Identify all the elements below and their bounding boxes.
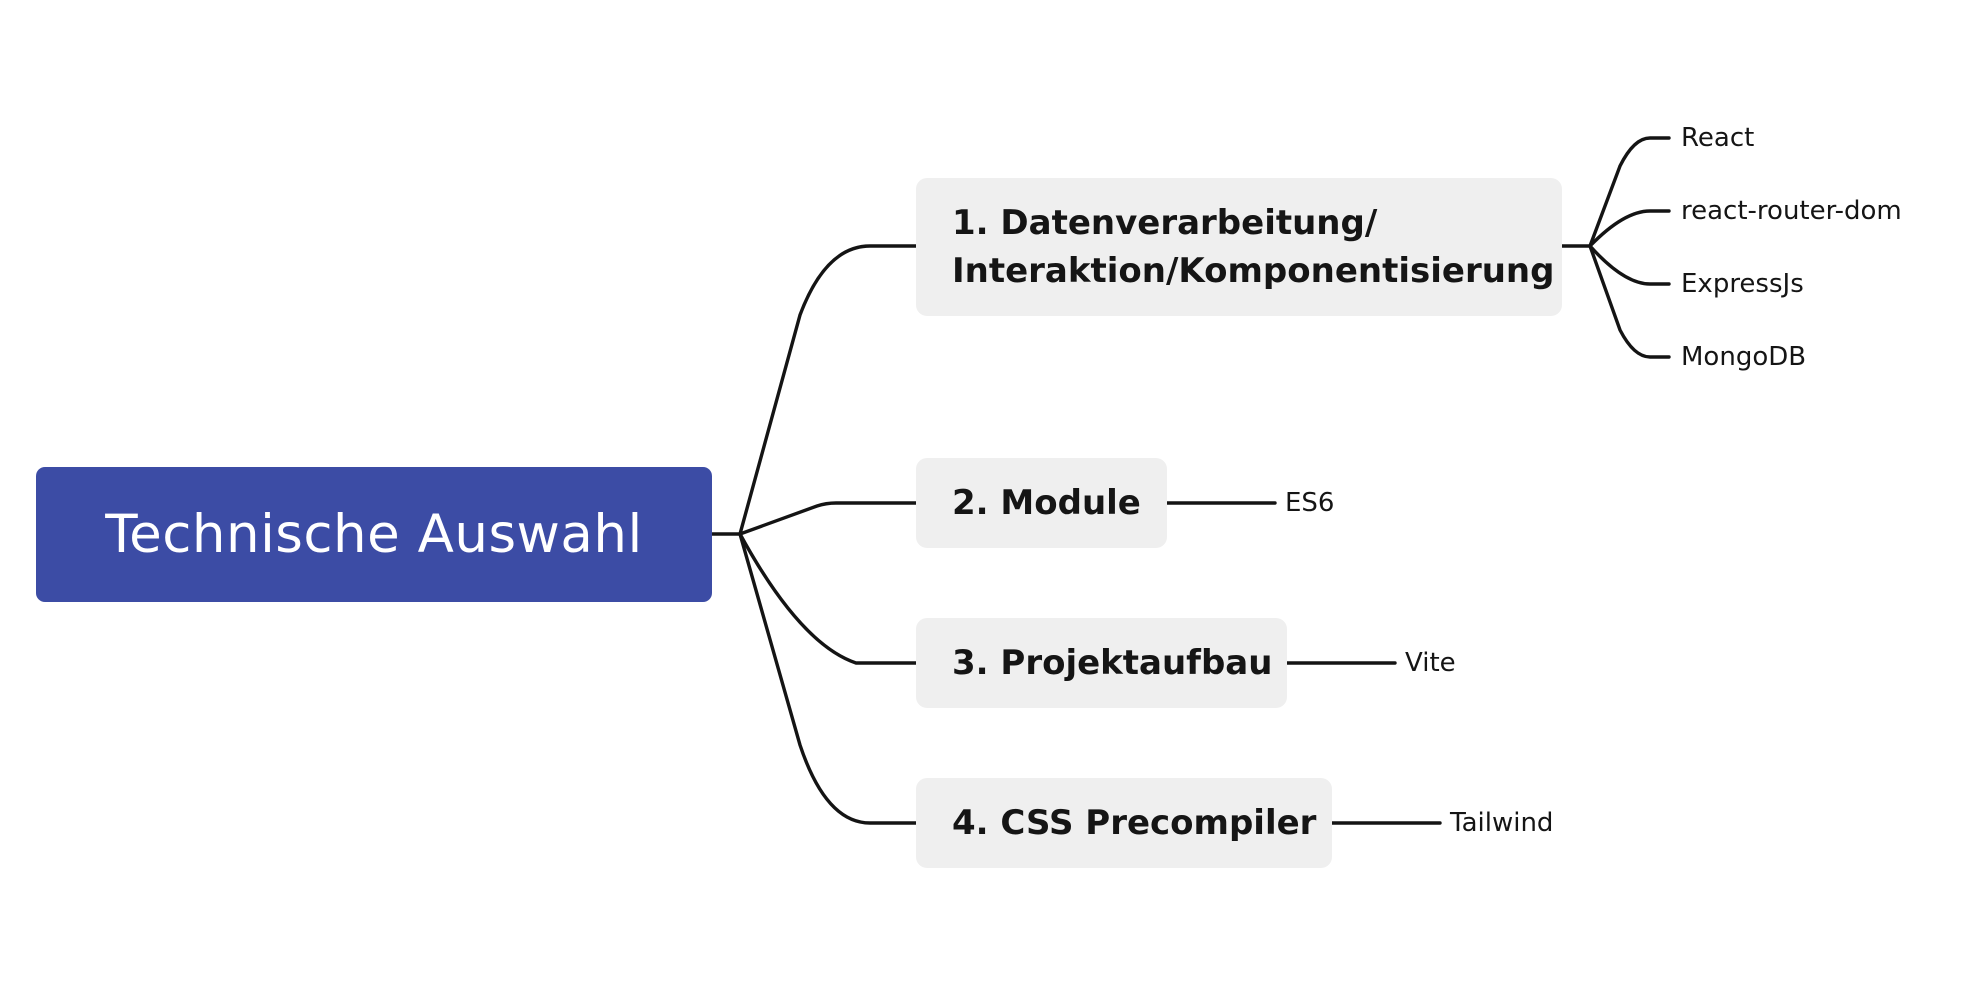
branch-node-datenverarbeitung[interactable]: 1. Datenverarbeitung/ Interaktion/Kompon… xyxy=(916,178,1562,316)
leaf-node-mongodb[interactable]: MongoDB xyxy=(1681,342,1807,372)
connector-branch-1-react xyxy=(1588,136,1671,248)
root-node-label: Technische Auswahl xyxy=(105,504,643,565)
branch-node-projektaufbau[interactable]: 3. Projektaufbau xyxy=(916,618,1287,708)
branch-node-label: 4. CSS Precompiler xyxy=(952,803,1317,843)
branch-node-label: 2. Module xyxy=(952,483,1141,523)
leaf-node-es6[interactable]: ES6 xyxy=(1285,488,1335,518)
branch-node-module[interactable]: 2. Module xyxy=(916,458,1167,548)
leaf-node-expressjs[interactable]: ExpressJs xyxy=(1681,269,1804,299)
connector-root-branch-2 xyxy=(738,501,918,536)
connector-branch-1-router xyxy=(1588,209,1671,248)
leaf-node-react[interactable]: React xyxy=(1681,123,1755,153)
leaf-node-tailwind[interactable]: Tailwind xyxy=(1450,808,1554,838)
branch-node-css-precompiler[interactable]: 4. CSS Precompiler xyxy=(916,778,1332,868)
connector-root-branch-1 xyxy=(710,244,918,536)
branch-node-line-2: Interaktion/Komponentisierung xyxy=(952,251,1555,291)
root-node[interactable]: Technische Auswahl xyxy=(36,467,712,602)
connector-root-branch-3 xyxy=(738,532,918,665)
branch-node-line-1: 1. Datenverarbeitung/ xyxy=(952,203,1378,243)
leaf-node-vite[interactable]: Vite xyxy=(1405,648,1456,678)
connector-branch-1-express xyxy=(1588,244,1671,286)
leaf-node-react-router-dom[interactable]: react-router-dom xyxy=(1681,196,1902,226)
branch-node-text: 1. Datenverarbeitung/ Interaktion/Kompon… xyxy=(952,199,1554,295)
connector-branch-1-mongo xyxy=(1588,244,1671,359)
branch-node-label: 3. Projektaufbau xyxy=(952,643,1273,683)
connector-root-branch-4 xyxy=(738,532,918,825)
